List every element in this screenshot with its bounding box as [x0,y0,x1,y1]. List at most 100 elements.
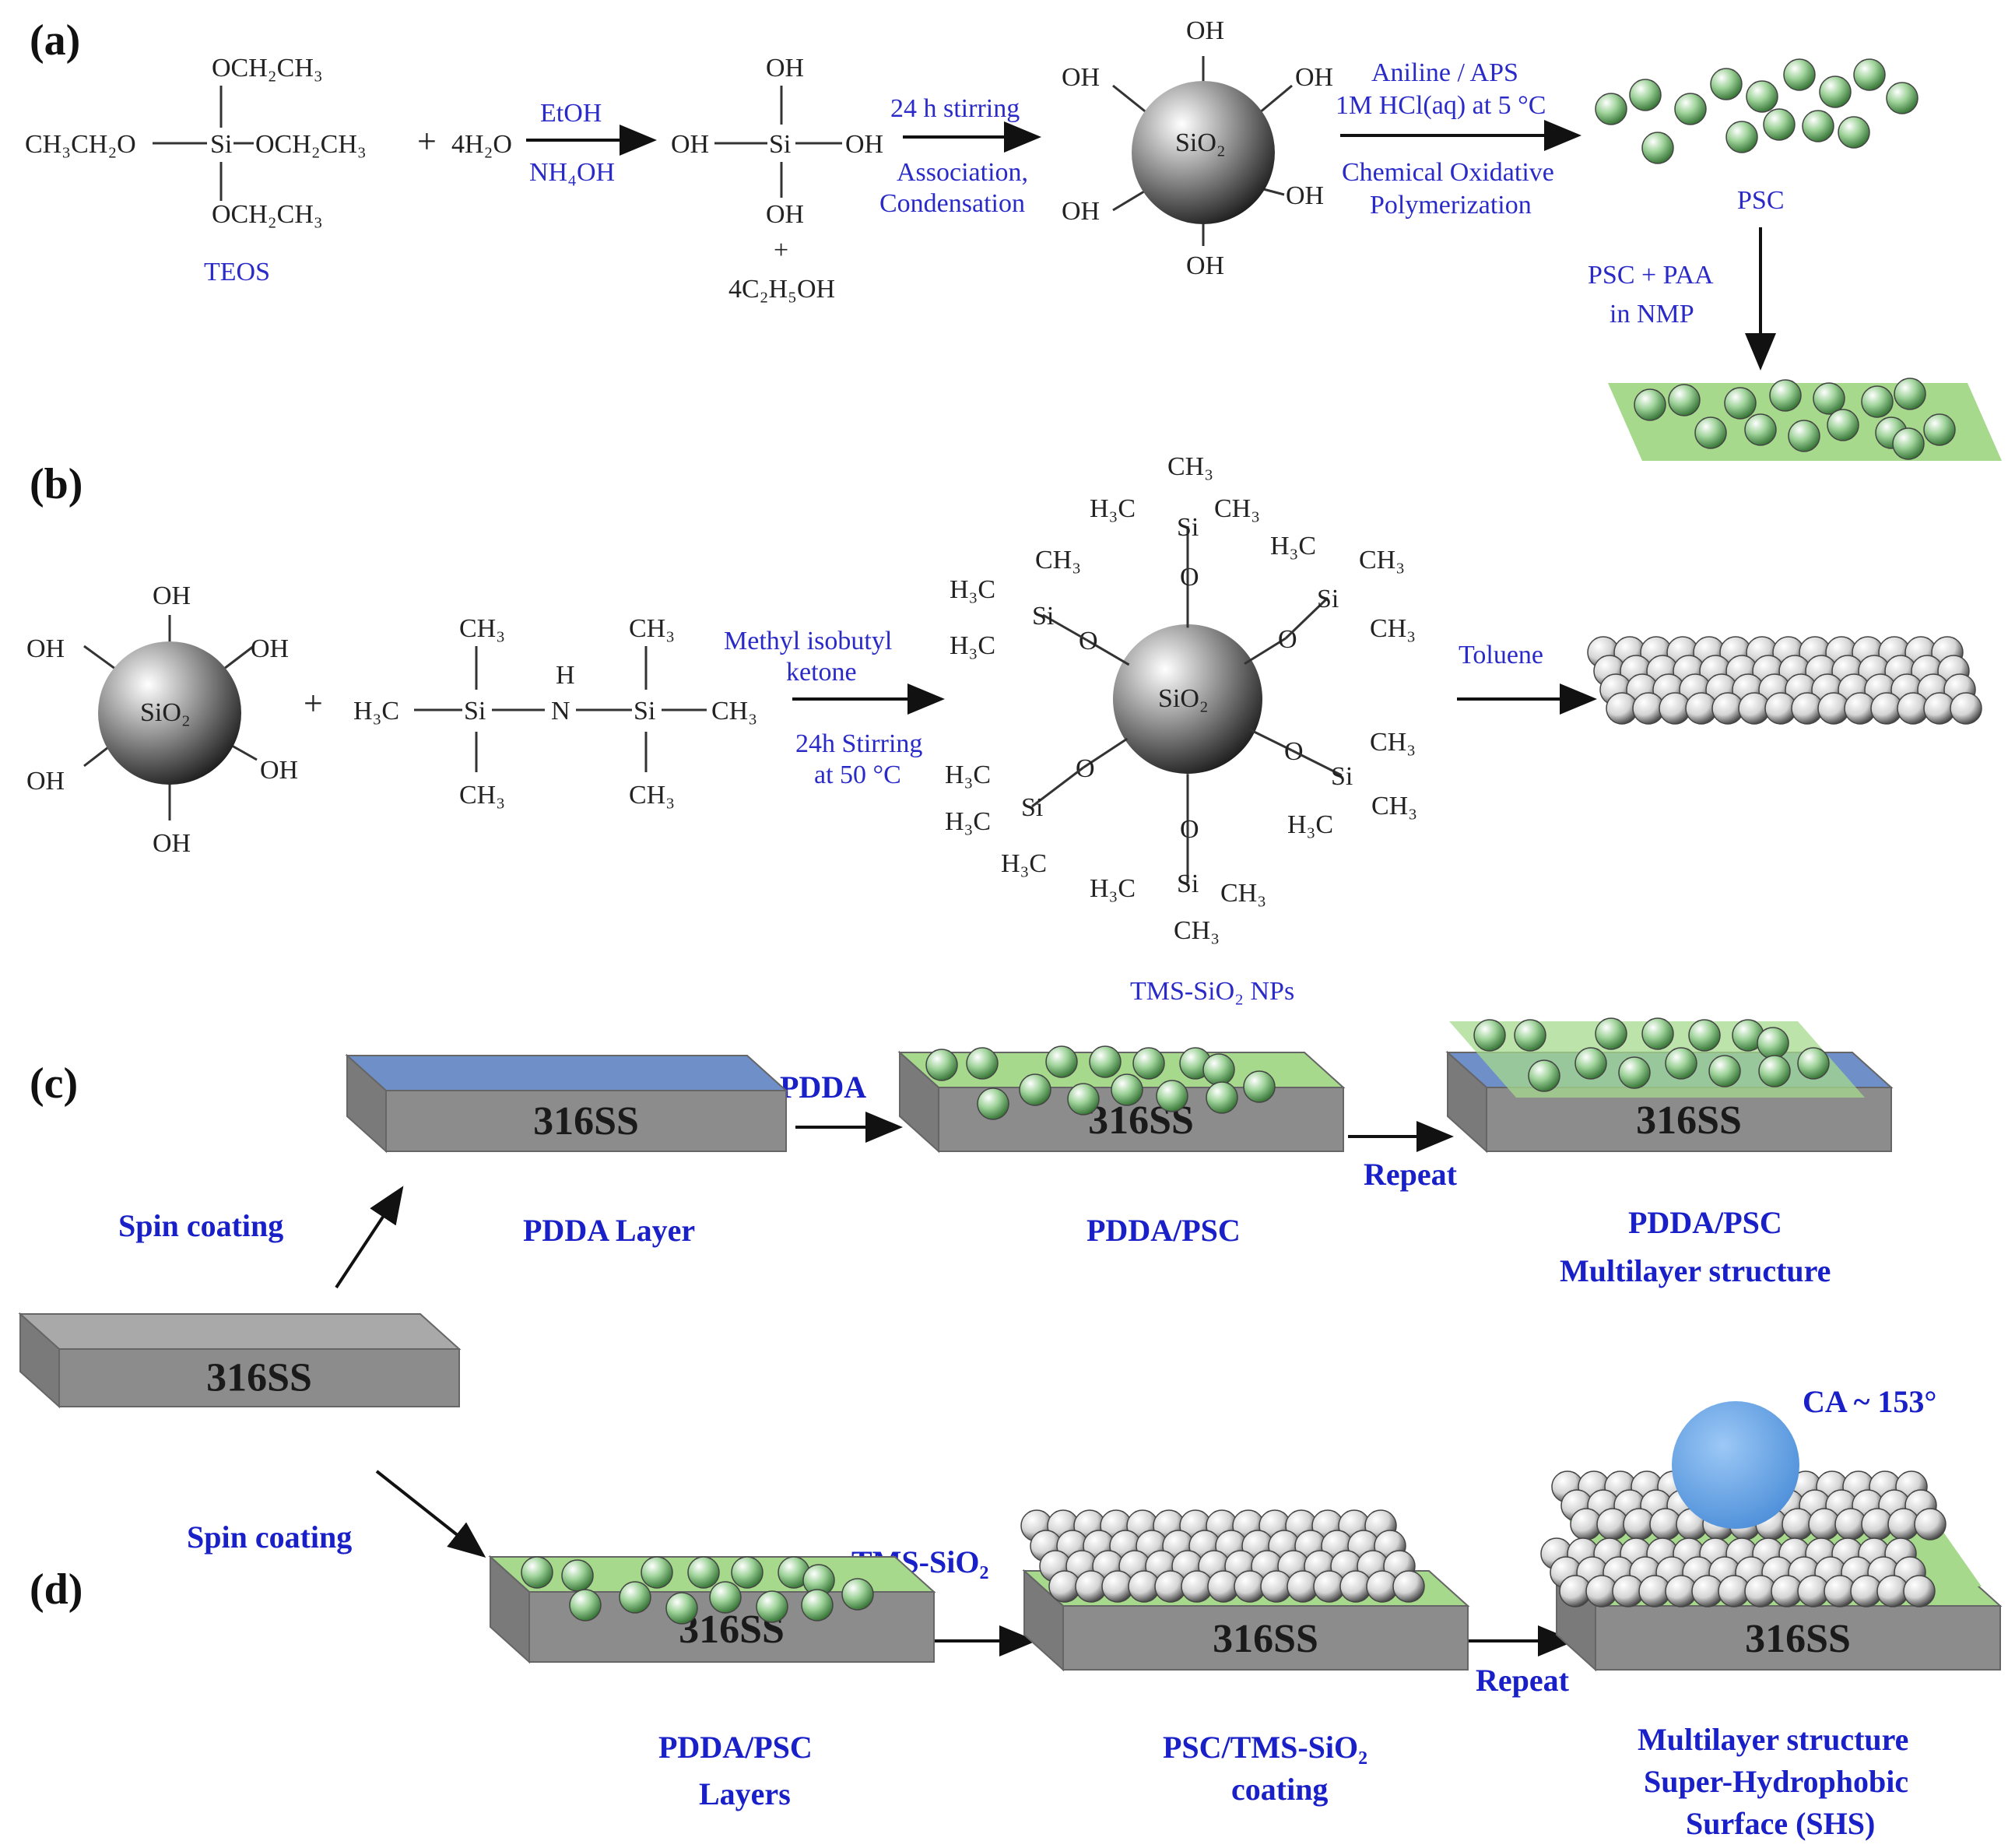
condition-temp: at 50 °C [814,761,901,789]
silicon-atom: Si [1331,762,1353,791]
hmds-ch3: CH₃ [459,781,505,810]
psc-particle [1665,1047,1697,1080]
psc-particle [1641,1017,1674,1050]
psc-particle [1574,1047,1607,1080]
psc-particle [665,1592,698,1625]
methyl-group: CH₃ [1035,546,1081,574]
psc-particle [1132,1047,1165,1080]
panel-b-label: (b) [30,460,82,508]
step-pdda-psc-layers-1: PDDA/PSC [658,1730,813,1765]
silicon-atom: Si [1317,585,1339,613]
spin-coating-label-c: Spin coating [118,1208,283,1243]
contact-angle-label: CA ~ 153° [1803,1384,1936,1419]
slab-label: 316SS [1213,1617,1318,1661]
arrow-spin-c [335,1186,404,1289]
slab-pdda-layer: 316SS [345,1053,788,1154]
silica-sphere [98,641,241,785]
teos-left-group: CH₃CH₂O [25,130,136,159]
panel-b: (b) SiO₂ OH OH OH OH OH OH + CH₃ CH₃ H₃C [26,452,1982,1006]
step-multilayer-2: Multilayer structure [1560,1253,1831,1288]
slab-top [18,1313,462,1350]
bond [1284,596,1329,640]
slab-shs: 316SS [1540,1401,2003,1672]
psc-particle [1528,1059,1560,1092]
film-particle [1769,379,1802,412]
condition-toluene: Toluene [1459,641,1543,669]
methyl-group: H₃C [1287,810,1333,839]
panel-a: (a) OCH₂CH₃ CH₃CH₂O Si OCH₂CH₃ OCH₂CH₃ T… [25,16,2002,461]
psc-particle [1089,1045,1122,1078]
psc-particle [1618,1056,1651,1089]
silica-core-label: SiO₂ [1175,128,1226,157]
psc-particle [1206,1081,1238,1114]
condition-stirring-b: 24h Stirring [795,729,922,758]
step-shs-2: Super-Hydrophobic [1644,1764,1908,1799]
oh-group: OH [26,634,65,663]
film-particles [1634,378,1956,460]
psc-label: PSC [1737,186,1785,215]
silanol-si: Si [769,130,791,159]
psc-particle [1156,1080,1188,1112]
condition-association: Association, [897,158,1028,187]
oxygen-atom: O [1180,815,1199,844]
hmds-structure: CH₃ CH₃ H₃C Si H N Si CH₃ CH₃ CH₃ [353,614,757,810]
psc-particle [1838,116,1870,149]
oxygen-atom: O [1079,627,1098,655]
oh-group: OH [1186,16,1224,45]
condition-stirring: 24 h stirring [890,94,1020,123]
psc-particle [1757,1027,1789,1059]
psc-particle [1595,1017,1627,1050]
psc-particle [1019,1073,1051,1106]
tms-particle [1392,1570,1425,1603]
psc-particle [1674,93,1707,125]
psc-particle [1819,76,1852,108]
ethanol-byproduct: 4C₂H₅OH [728,275,835,304]
methyl-group: CH₃ [1214,494,1260,523]
psc-particle [1595,93,1627,125]
silica-core-label: SiO₂ [140,698,191,727]
psc-particle [1243,1070,1276,1103]
slab-front [1486,1087,1892,1152]
bond [1248,727,1293,752]
psc-particle [1886,82,1918,114]
silica-sphere [1113,624,1262,774]
arrow-label-repeat-c: Repeat [1364,1157,1458,1192]
arrow-label-pdda: PDDA [780,1070,866,1105]
panel-d-label: (d) [30,1565,82,1614]
bond [1031,766,1084,808]
psc-particle [977,1087,1009,1120]
slab-label: 316SS [1636,1098,1742,1143]
step-psc-tms-2: coating [1231,1772,1328,1807]
bond [1042,613,1087,641]
oxygen-atom: O [1180,563,1199,592]
bond [1083,737,1129,769]
methyl-group: H₃C [945,807,991,836]
condition-nmp: in NMP [1610,300,1694,328]
hmds-h3c: H₃C [353,697,399,725]
bond [83,645,119,673]
silicon-atom: Si [1177,870,1199,898]
film-particle [1813,382,1845,415]
silanol-bottom-oh: OH [766,200,804,229]
silica-core-label: SiO₂ [1158,684,1209,713]
teos-structure: OCH₂CH₃ CH₃CH₂O Si OCH₂CH₃ OCH₂CH₃ TEOS [25,54,367,286]
condition-hcl: 1M HCl(aq) at 5 °C [1336,91,1546,120]
panel-c-label: (c) [30,1059,78,1108]
psc-particle [1853,58,1886,91]
psc-particle [1111,1073,1143,1106]
hmds-si: Si [634,697,655,725]
step-multilayer-1: PDDA/PSC [1628,1205,1782,1240]
film-particle [1668,384,1701,416]
tms-product-name: TMS-SiO₂ NPs [1130,977,1294,1006]
psc-particle [756,1590,788,1623]
bond [1244,637,1287,666]
spin-coating-label-d: Spin coating [187,1520,352,1555]
oh-group: OH [153,581,191,610]
plus-sign: + [304,684,323,722]
oh-group: OH [1062,197,1100,226]
tms-particle [1950,692,1982,725]
silicon-atom: Si [1177,513,1199,542]
psc-particle [641,1556,673,1589]
